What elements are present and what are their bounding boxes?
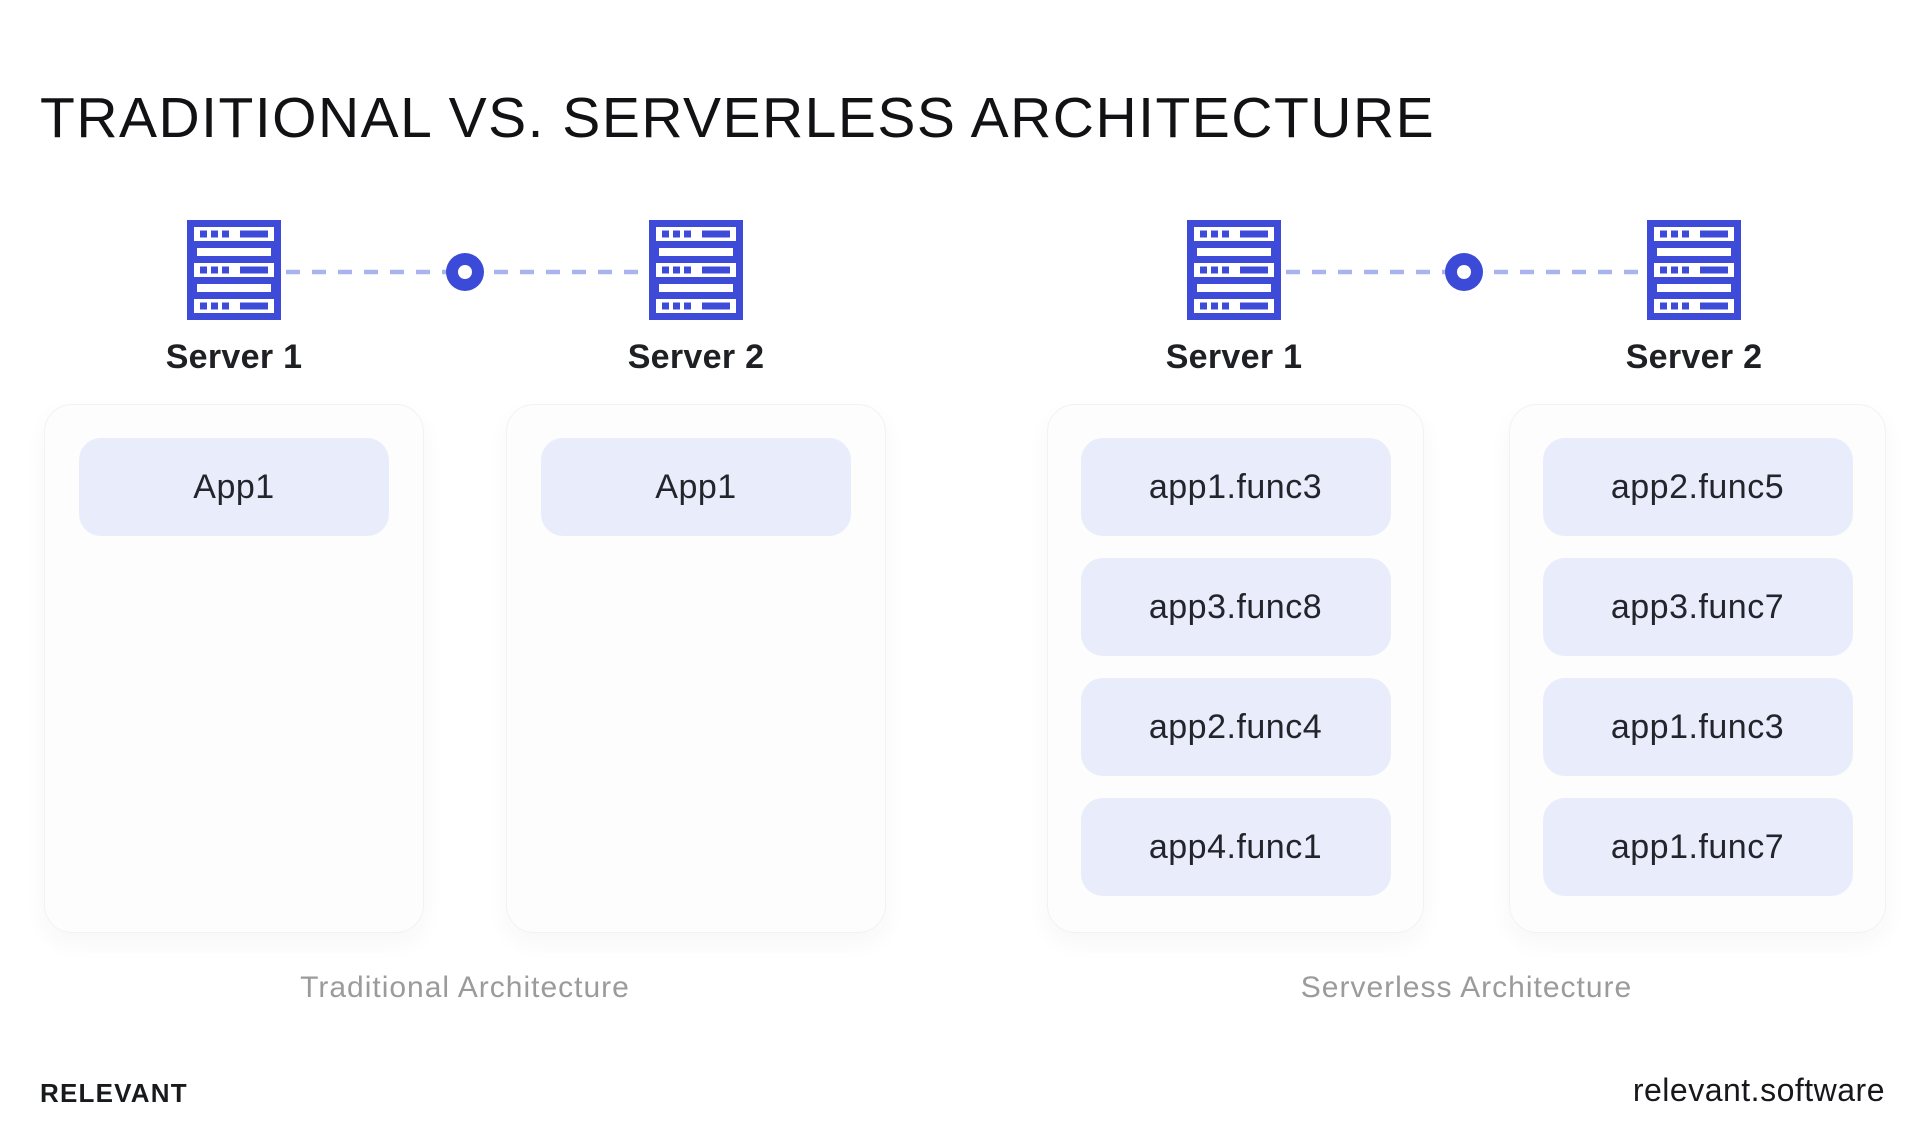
server-card-serverless-2: app2.func5 app3.func7 app1.func3 app1.fu…: [1509, 404, 1886, 933]
server-card-traditional-1: App1: [44, 404, 424, 933]
website-link[interactable]: relevant.software: [1632, 1072, 1885, 1108]
function-chip: app2.func5: [1542, 438, 1853, 536]
server-rack-icon: [646, 220, 746, 320]
server-rack-icon: [1644, 220, 1744, 320]
server-rack-icon: [184, 220, 284, 320]
page-title: TRADITIONAL VS. SERVERLESS ARCHITECTURE: [40, 86, 1436, 151]
app-chip: App1: [79, 438, 389, 536]
server-name: Server 2: [627, 338, 765, 376]
server-name: Server 1: [165, 338, 303, 376]
function-chip: app3.func8: [1080, 558, 1391, 656]
brand-logo: RELEVANT: [40, 1078, 188, 1108]
connection-line: [1286, 253, 1642, 291]
function-chip: app4.func1: [1080, 798, 1391, 896]
server-card-serverless-1: app1.func3 app3.func8 app2.func4 app4.fu…: [1047, 404, 1424, 933]
server-rack-icon: [1184, 220, 1284, 320]
serverless-caption: Serverless Architecture: [1300, 971, 1633, 1004]
traditional-caption: Traditional Architecture: [300, 971, 630, 1004]
connection-line: [286, 253, 644, 291]
function-chip: app3.func7: [1542, 558, 1853, 656]
function-chip: app1.func3: [1080, 438, 1391, 536]
server-name: Server 2: [1625, 338, 1763, 376]
function-chip: app1.func3: [1542, 678, 1853, 776]
function-chip: app2.func4: [1080, 678, 1391, 776]
function-chip: app1.func7: [1542, 798, 1853, 896]
app-chip: App1: [541, 438, 851, 536]
server-name: Server 1: [1165, 338, 1303, 376]
server-card-traditional-2: App1: [506, 404, 886, 933]
